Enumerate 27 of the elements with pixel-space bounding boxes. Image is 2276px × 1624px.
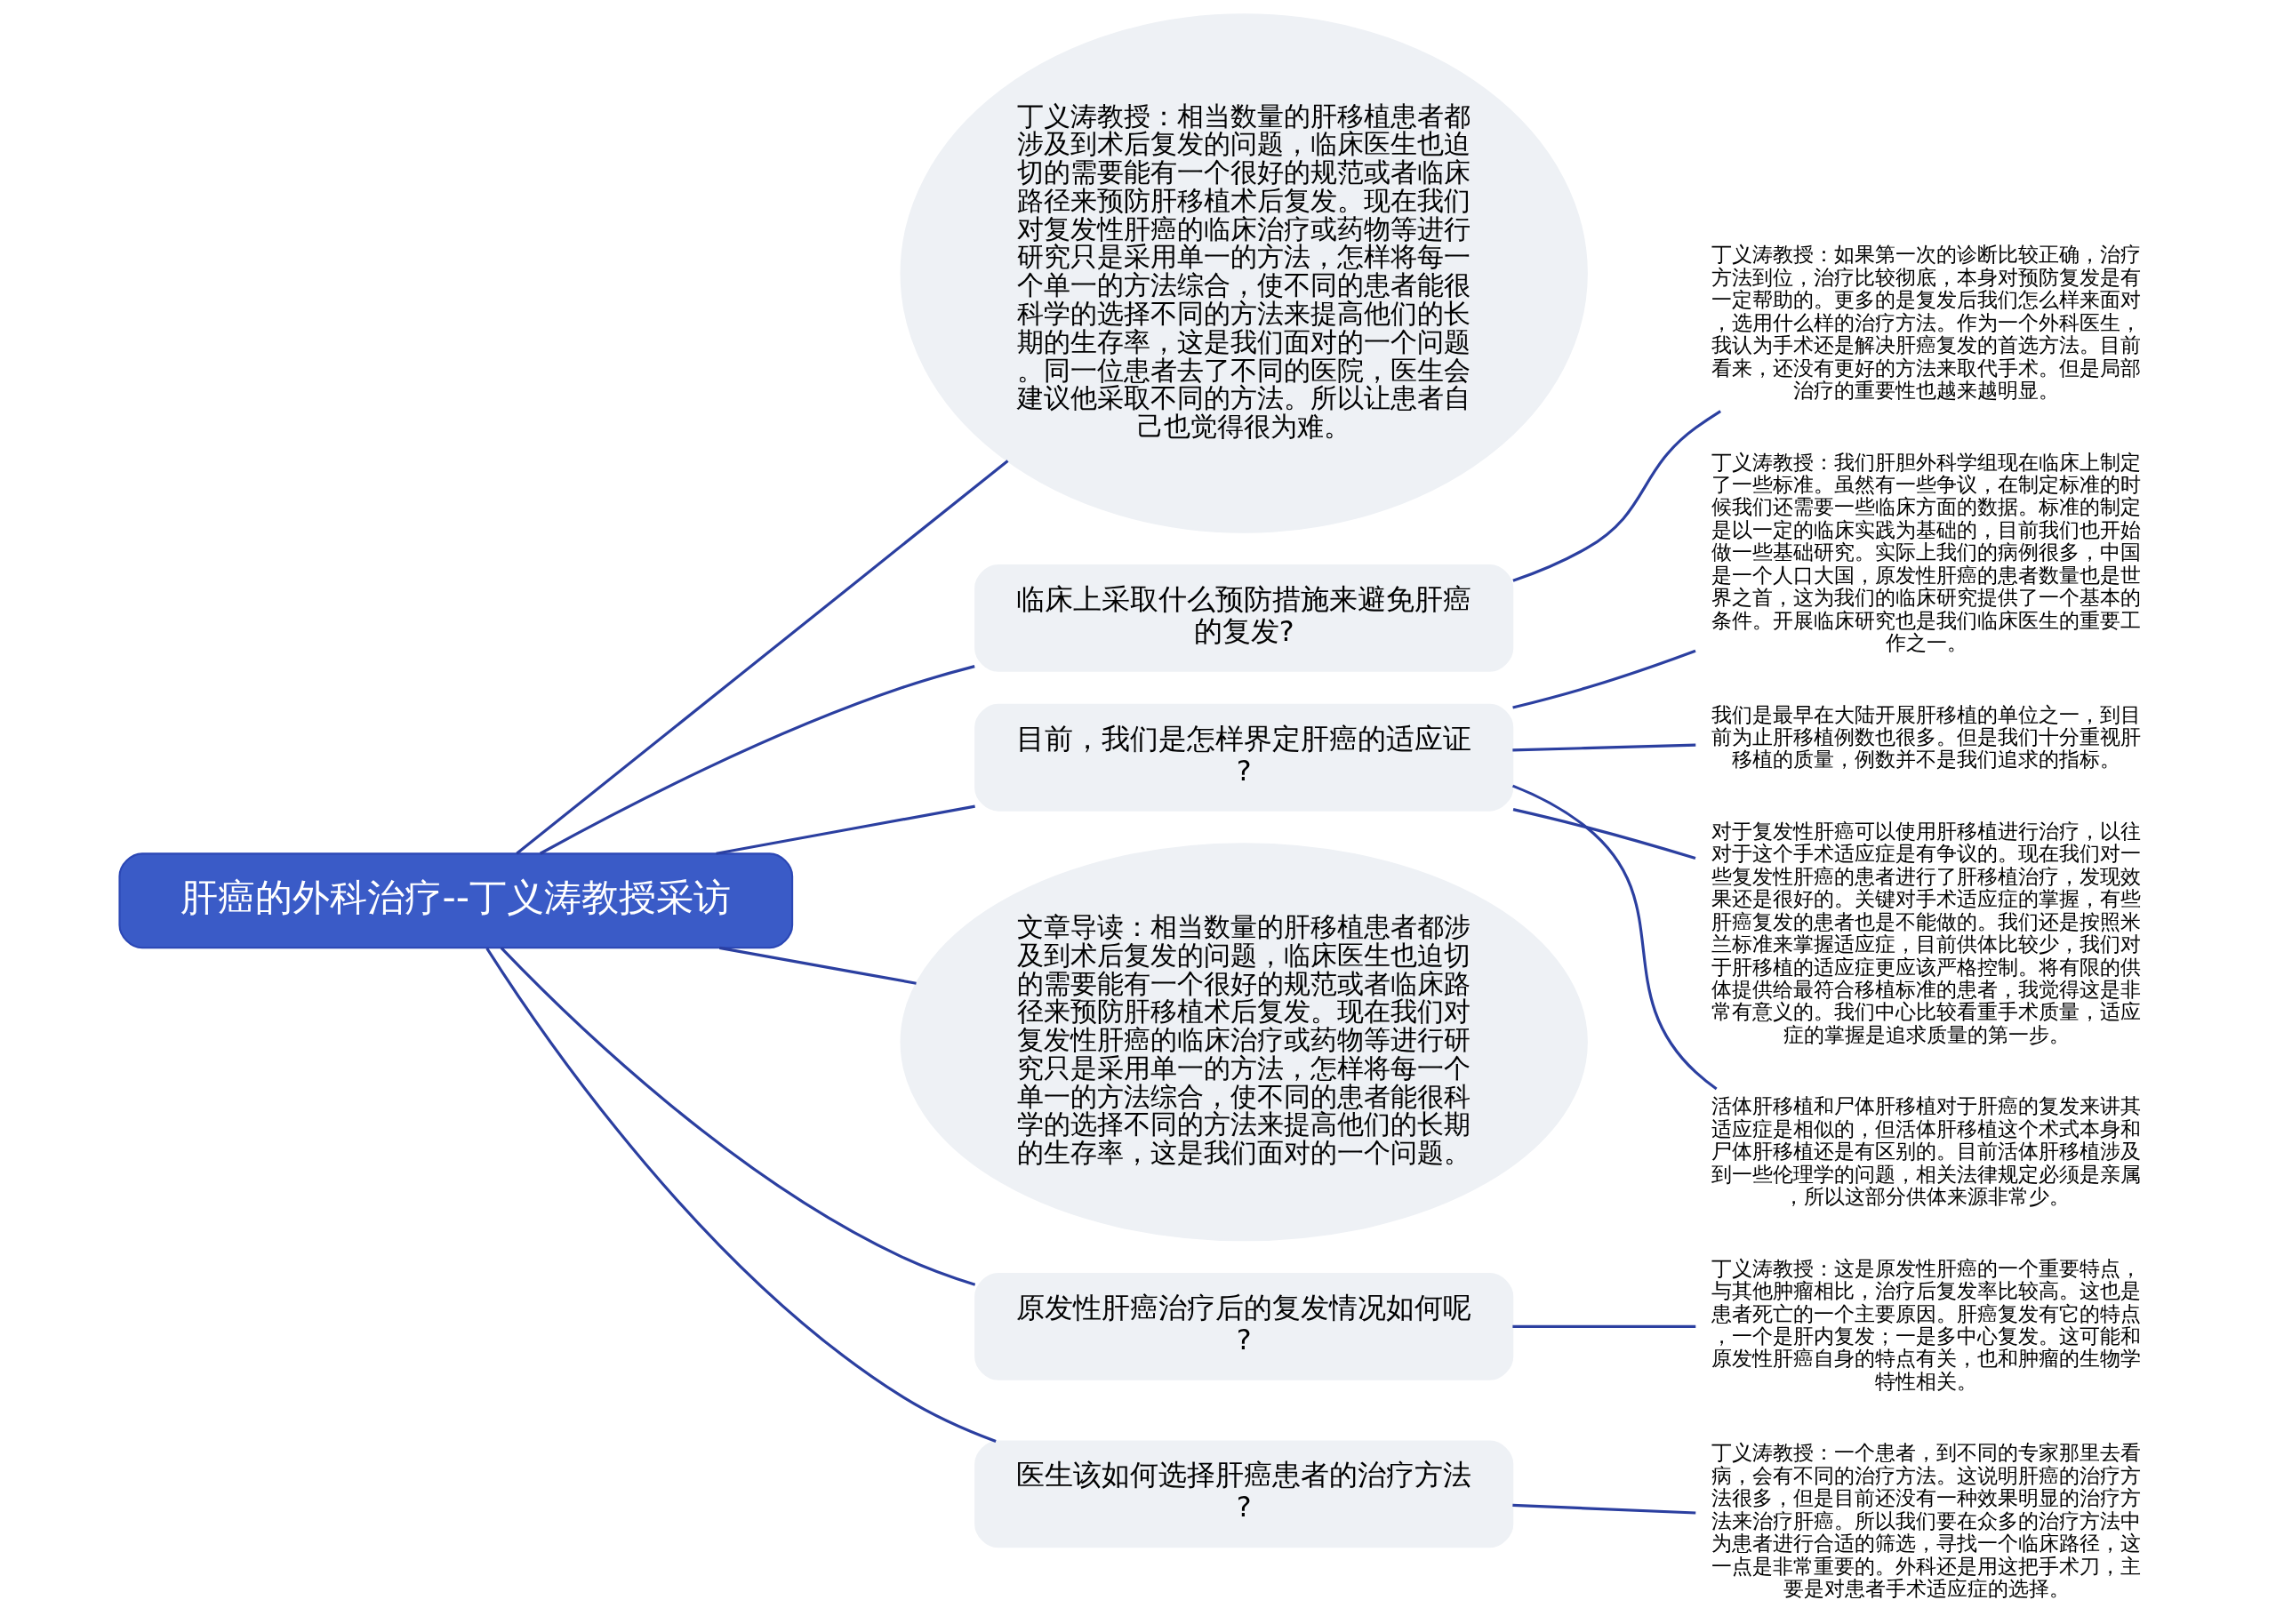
node-box: 原发性肝癌治疗后的复发情况如何呢?: [974, 1272, 1513, 1380]
node-text: 丁义涛教授：我们肝胆外科学组现在临床上制定了一些标准。虽然有一些争议，在制定标准的时候我们还需要一些临床方面的数据。标准的制定是以一定的临床实践为基础的，目前我们也开始做一些基础研究。实际上我们的病例很多，中国是一个人口大国，原发性肝癌的患者数量也是世界之首，这为我们的临床研究提供了一个基本的条件。开展临床研究也是我们临床医生的重要工作之一。: [1711, 449, 2141, 654]
connector: [1511, 649, 1696, 709]
connector: [718, 946, 917, 985]
node-box: 临床上采取什么预防措施来避免肝癌的复发?: [974, 564, 1513, 672]
connector: [1511, 410, 1721, 582]
node-text: 丁义涛教授：一个患者，到不同的专家那里去看病，会有不同的治疗方法。这说明肝癌的治疗方法很多，但是目前还没有一种效果明显的治疗方法来治疗肝癌。所以我们要在众多的治疗方法中为患者进行合适的筛选，寻找一个临床路径，这一点是非常重要的。外科还是用这把手术刀，主要是对患者手术适应症的选择。: [1711, 1440, 2141, 1600]
node-text: 我们是最早在大陆开展肝移植的单位之一，到目前为止肝移植例数也很多。但是我们十分重视肝移植的质量，例数并不是我们追求的指标。: [1711, 701, 2141, 772]
connector: [1511, 1324, 1695, 1328]
node-box: 医生该如何选择肝癌患者的治疗方法?: [974, 1440, 1513, 1548]
node-ellipse: 文章导读：相当数量的肝移植患者都涉及到术后复发的问题，临床医生也迫切的需要能有一个很好的规范或者临床路径来预防肝移植术后复发。现在我们对复发性肝癌的临床治疗或药物等进行研究只是采用单一的方法，怎样将每一个单一的方法综合，使不同的患者能很科学的选择不同的方法来提高他们的长期的生存率，这是我们面对的一个问题。: [900, 843, 1588, 1242]
node-box: 肝癌的外科治疗--丁义涛教授采访: [117, 852, 793, 949]
connector: [1511, 1503, 1695, 1515]
node-ellipse: 丁义涛教授：相当数量的肝移植患者都涉及到术后复发的问题，临床医生也迫切的需要能有一个很好的规范或者临床路径来预防肝移植术后复发。现在我们对复发性肝癌的临床治疗或药物等进行研究只是采用单一的方法，怎样将每一个单一的方法综合，使不同的患者能很科学的选择不同的方法来提高他们的长期的生存率，这是我们面对的一个问题。同一位患者去了不同的医院，医生会建议他采取不同的方法。所以让患者自己也觉得很为难。: [900, 13, 1588, 533]
connector: [485, 947, 997, 1444]
connector: [500, 947, 975, 1286]
node-box: 目前，我们是怎样界定肝癌的适应证?: [974, 703, 1513, 812]
connector: [515, 460, 1008, 855]
node-text: 丁义涛教授：如果第一次的诊断比较正确，治疗方法到位，治疗比较彻底，本身对预防复发是有一定帮助的。更多的是复发后我们怎么样来面对，选用什么样的治疗方法。作为一个外科医生，我认为手术还是解决肝癌复发的首选方法。目前看来，还没有更好的方法来取代手术。但是局部治疗的重要性也越来越明显。: [1711, 242, 2141, 402]
connector: [1511, 743, 1695, 752]
connector: [539, 665, 975, 855]
connector: [715, 804, 975, 855]
connector: [1511, 784, 1718, 1091]
node-text: 活体肝移植和尸体肝移植对于肝癌的复发来讲其适应症是相似的，但活体肝移植这个术式本身和尸体肝移植还是有区别的。目前活体肝移植涉及到一些伦理学的问题，相关法律规定必须是亲属，所以这部分供体来源非常少。: [1711, 1093, 2141, 1209]
connector: [1512, 808, 1695, 860]
node-text: 丁义涛教授：这是原发性肝癌的一个重要特点，与其他肿瘤相比，治疗后复发率比较高。这也是患者死亡的一个主要原因。肝癌复发有它的特点，一个是肝内复发；一是多中心复发。这可能和原发性肝癌自身的特点有关，也和肿瘤的生物学特性相关。: [1711, 1255, 2141, 1393]
node-text: 对于复发性肝癌可以使用肝移植进行治疗，以往对于这个手术适应症是有争议的。现在我们对一些复发性肝癌的患者进行了肝移植治疗，发现效果还是很好的。关键对手术适应症的掌握，有些肝癌复发的患者也是不能做的。我们还是按照米兰标准来掌握适应症，目前供体比较少，我们对于肝移植的适应症更应该严格控制。将有限的供体提供给最符合移植标准的患者，我觉得这是非常有意义的。我们中心比较看重手术质量，适应症的掌握是追求质量的第一步。: [1711, 818, 2141, 1046]
